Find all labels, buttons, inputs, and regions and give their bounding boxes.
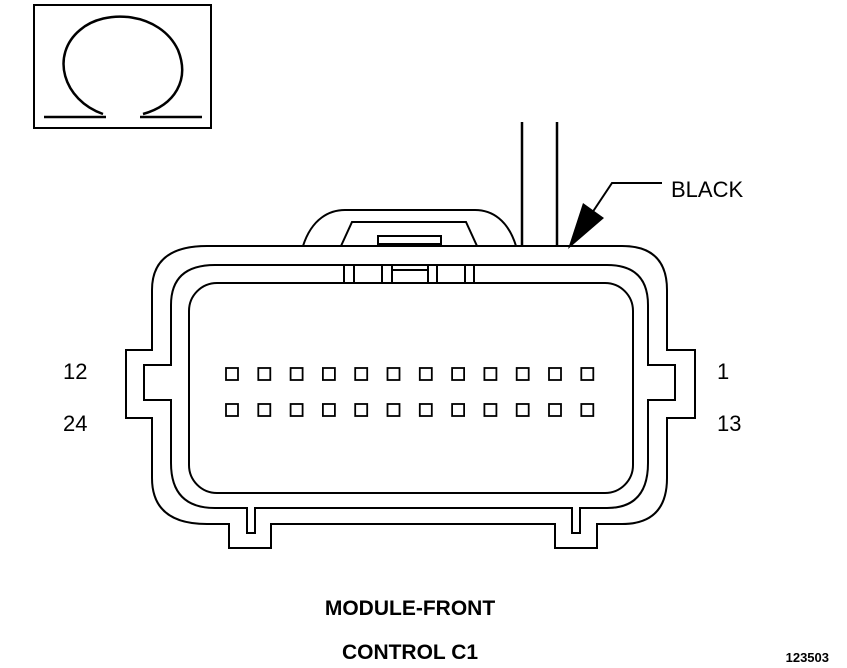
pin-cavity	[354, 403, 369, 417]
pin-cavity	[580, 403, 595, 417]
pin-cavity	[257, 367, 272, 381]
wire-color-label: BLACK	[671, 177, 743, 202]
connector-title-line-2: CONTROL C1	[341, 641, 479, 664]
cavity-grid	[225, 367, 595, 417]
pin-cavity	[354, 367, 369, 381]
pin-cavity	[257, 403, 272, 417]
pin-cavity	[289, 367, 304, 381]
pin-label-12: 12	[63, 359, 87, 384]
pin-cavity	[321, 367, 336, 381]
wire-color-callout: BLACK	[568, 177, 743, 249]
wire-pair	[520, 122, 559, 246]
pin-cavity	[580, 367, 595, 381]
figure-number: 123503	[785, 650, 829, 665]
pin-cavity	[548, 367, 562, 381]
pin-cavity	[451, 367, 466, 381]
pin-label-24: 24	[63, 411, 87, 436]
pin-cavity	[289, 403, 304, 417]
pin-cavity	[418, 403, 433, 417]
connector-housing	[125, 209, 696, 549]
pin-cavity	[483, 367, 498, 381]
pin-label-13: 13	[717, 411, 741, 436]
pin-cavity	[386, 367, 401, 381]
connector-title-line-1: MODULE-FRONT	[324, 597, 496, 620]
pin-cavity	[418, 367, 433, 381]
pin-label-1: 1	[717, 359, 729, 384]
pin-cavity	[548, 403, 562, 417]
pin-cavity	[515, 403, 530, 417]
pin-cavity	[483, 403, 498, 417]
pin-cavity	[386, 403, 401, 417]
pin-cavity	[225, 403, 239, 417]
pin-cavity	[321, 403, 336, 417]
pin-cavity	[225, 367, 239, 381]
pin-cavity	[451, 403, 466, 417]
pin-cavity	[515, 367, 530, 381]
terminal-view-symbol-icon	[33, 4, 212, 129]
